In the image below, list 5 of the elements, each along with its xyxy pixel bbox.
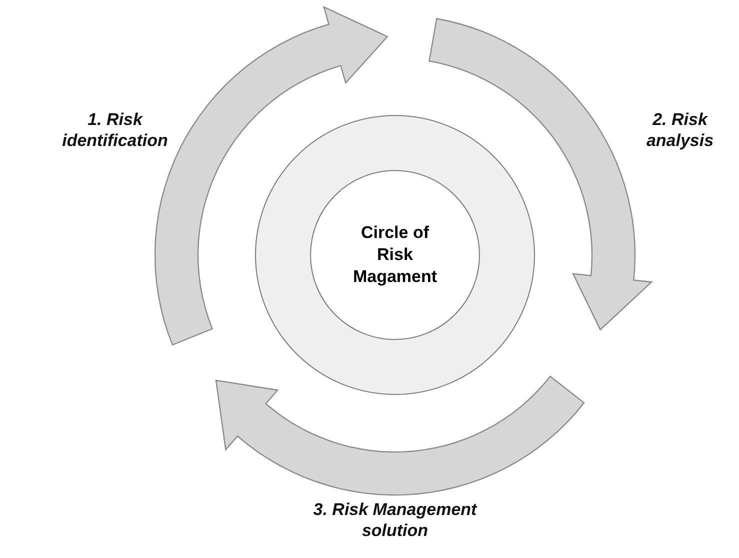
step-label: 3. Risk Management solution [312, 499, 478, 541]
step-label: 1. Risk identification [61, 109, 169, 151]
step-label: 2. Risk analysis [645, 109, 715, 151]
center-title: Circle of Risk Magament [352, 222, 438, 288]
curved-arrow [215, 375, 585, 496]
